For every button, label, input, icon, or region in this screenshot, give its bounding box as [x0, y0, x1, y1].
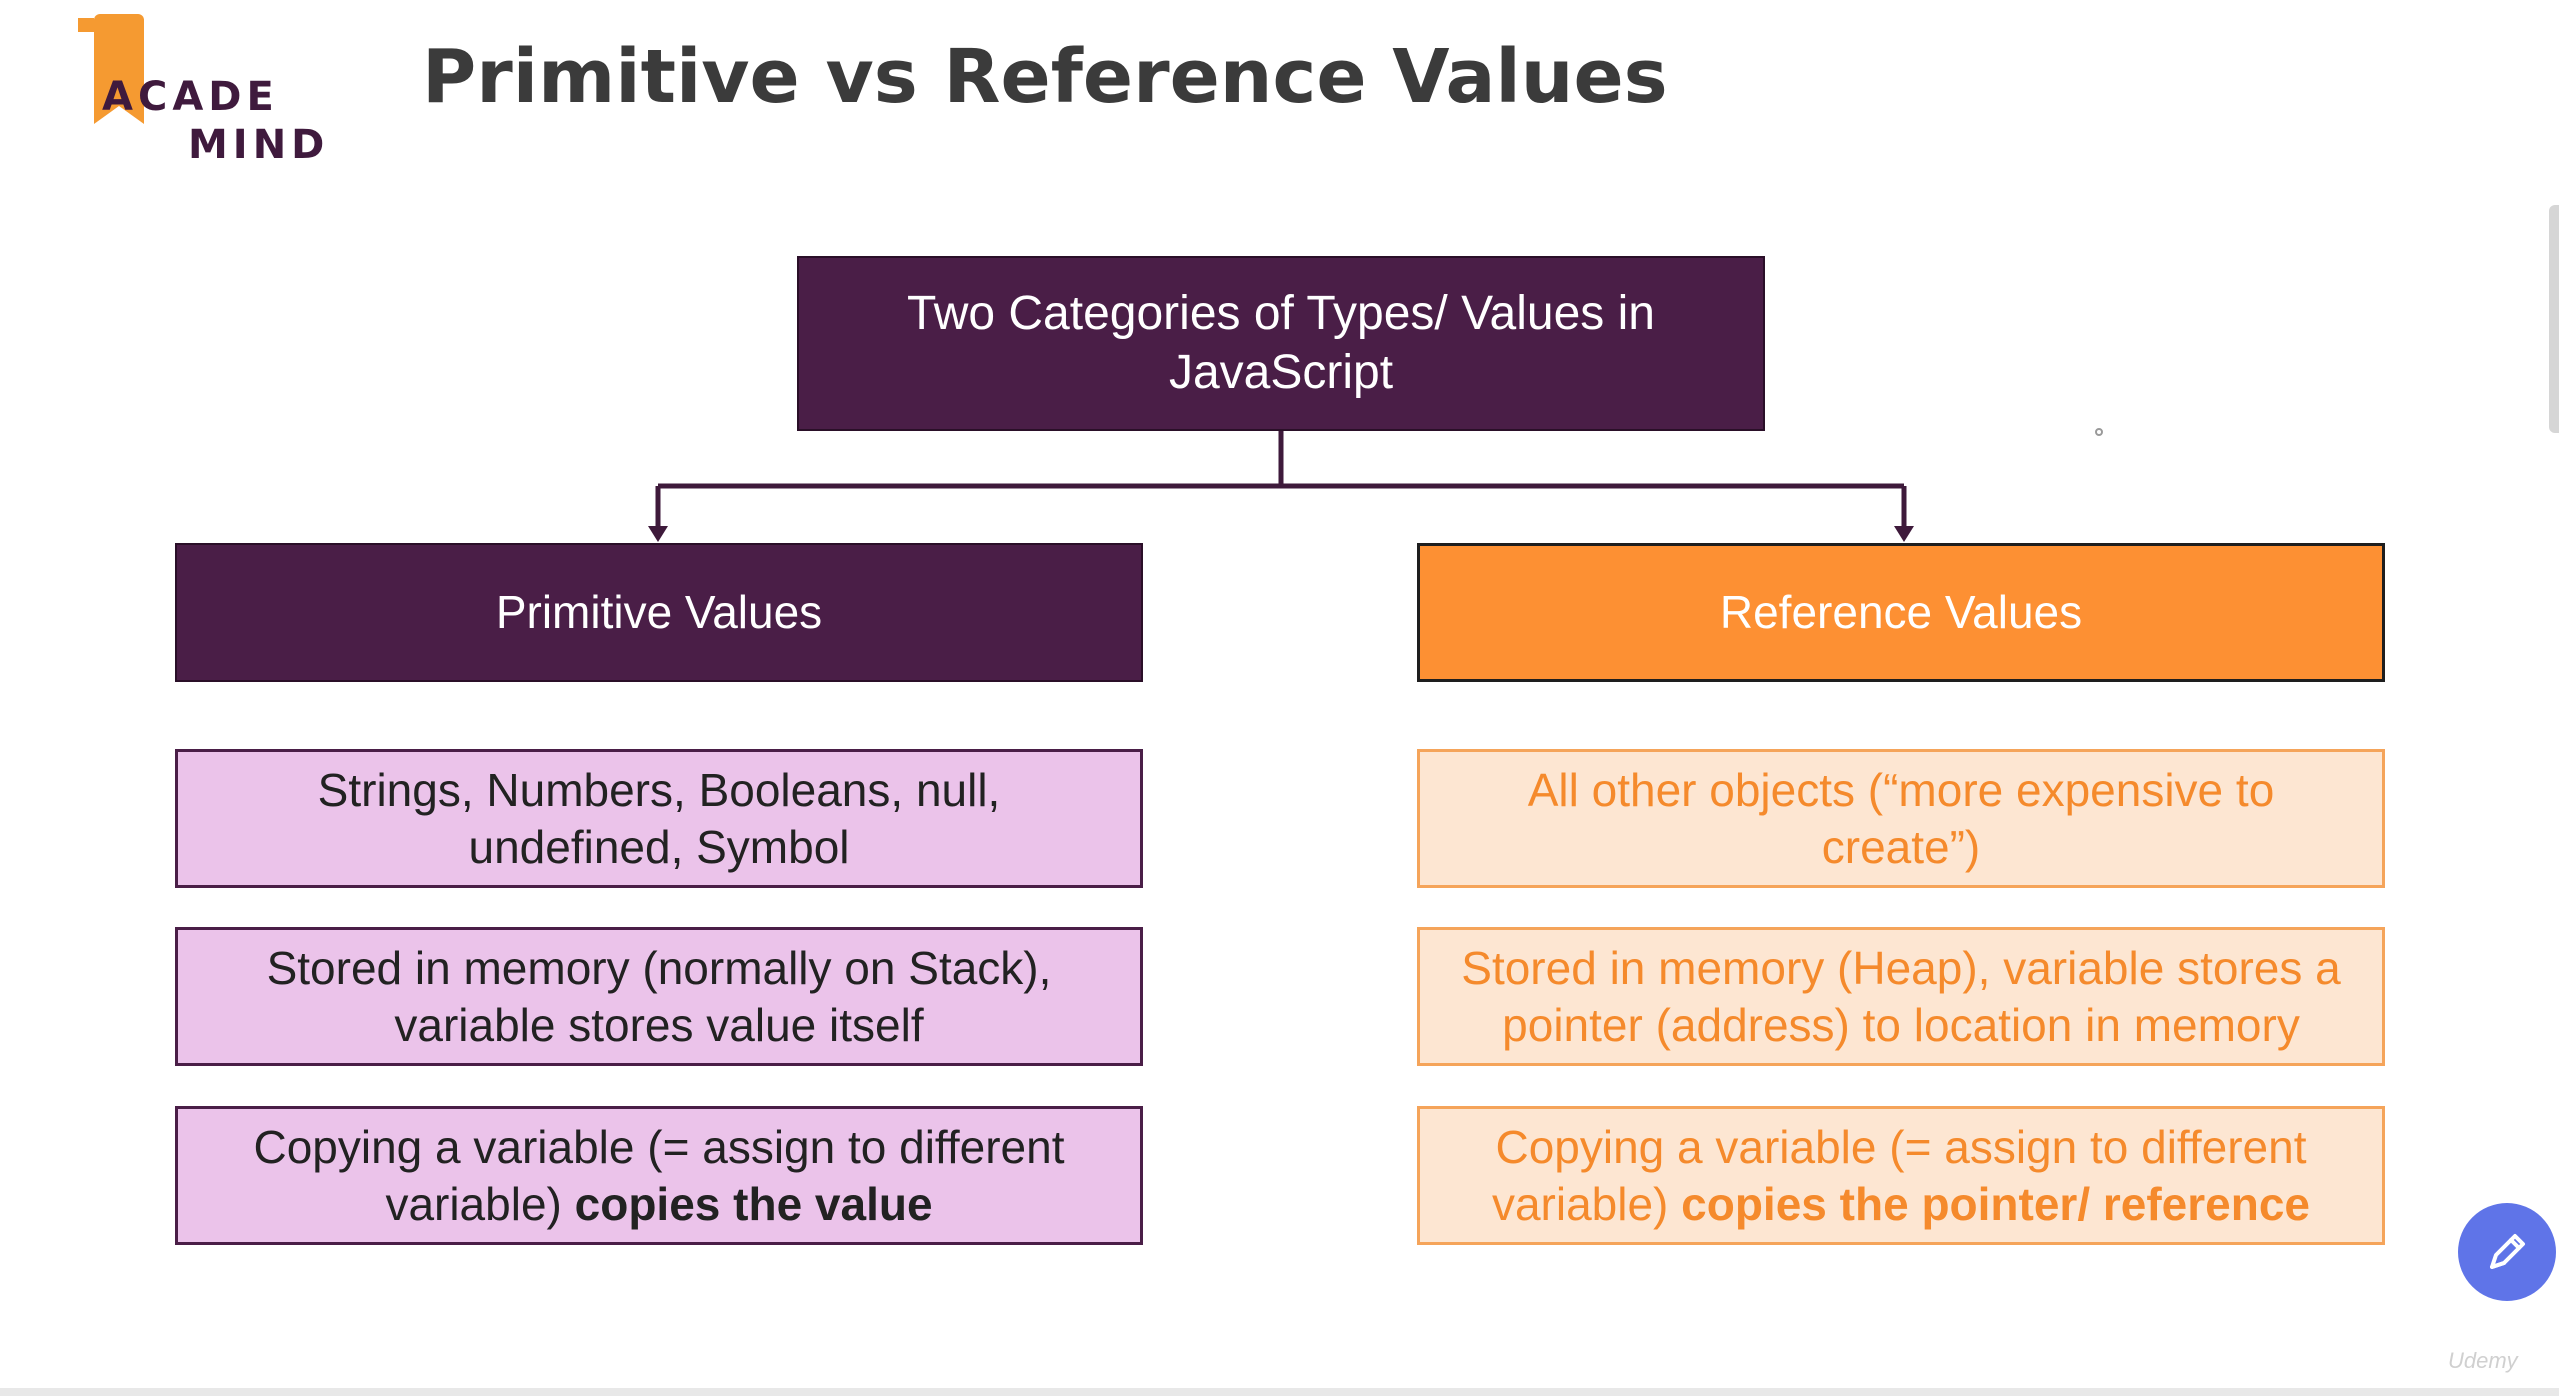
logo-tick	[78, 18, 94, 32]
reference-header-label: Reference Values	[1719, 586, 2083, 639]
reference-item-text: Copying a variable (= assign to differen…	[1491, 1121, 2307, 1230]
reference-item-copying: Copying a variable (= assign to differen…	[1417, 1106, 2385, 1245]
bottom-strip	[0, 1388, 2559, 1396]
logo-text-line1: ACADE	[102, 74, 279, 120]
primitive-item-text: Stored in memory (normally on Stack), va…	[266, 942, 1052, 1051]
pencil-icon	[2490, 1234, 2525, 1269]
primitive-item-emphasis: copies the value	[574, 1177, 933, 1230]
arrow-right	[1894, 526, 1914, 542]
root-category-label: Two Categories of Types/ Values in JavaS…	[907, 286, 1655, 399]
logo-text-line2: MIND	[188, 122, 330, 168]
edit-button[interactable]	[2458, 1203, 2556, 1301]
primitive-values-header: Primitive Values	[175, 543, 1143, 682]
primitive-header-label: Primitive Values	[495, 586, 823, 639]
primitive-item-text: Copying a variable (= assign to differen…	[253, 1121, 1065, 1230]
primitive-item-types: Strings, Numbers, Booleans, null, undefi…	[175, 749, 1143, 888]
cursor-dot	[2095, 428, 2103, 436]
bookmark-icon	[94, 14, 144, 124]
arrow-left	[648, 526, 668, 542]
primitive-item-copy-line: Copying a variable (= assign to differen…	[208, 1119, 1110, 1231]
reference-item-storage: Stored in memory (Heap), variable stores…	[1417, 927, 2385, 1066]
side-scroll-tab[interactable]	[2549, 205, 2559, 433]
reference-item-text: All other objects (“more expensive to cr…	[1527, 764, 2275, 873]
reference-values-header: Reference Values	[1417, 543, 2385, 682]
udemy-watermark: Udemy	[2448, 1348, 2518, 1373]
primitive-item-copying: Copying a variable (= assign to differen…	[175, 1106, 1143, 1245]
reference-item-copy-line: Copying a variable (= assign to differen…	[1444, 1119, 2358, 1231]
primitive-item-text: Strings, Numbers, Booleans, null, undefi…	[317, 764, 1001, 873]
primitive-item-storage: Stored in memory (normally on Stack), va…	[175, 927, 1143, 1066]
root-category-box: Two Categories of Types/ Values in JavaS…	[797, 256, 1765, 431]
academind-logo: ACADE MIND	[68, 14, 328, 168]
slide-title: Primitive vs Reference Values	[422, 34, 1668, 120]
reference-item-text: Stored in memory (Heap), variable stores…	[1461, 942, 2341, 1051]
reference-item-emphasis: copies the pointer/ reference	[1681, 1177, 2311, 1230]
reference-item-types: All other objects (“more expensive to cr…	[1417, 749, 2385, 888]
